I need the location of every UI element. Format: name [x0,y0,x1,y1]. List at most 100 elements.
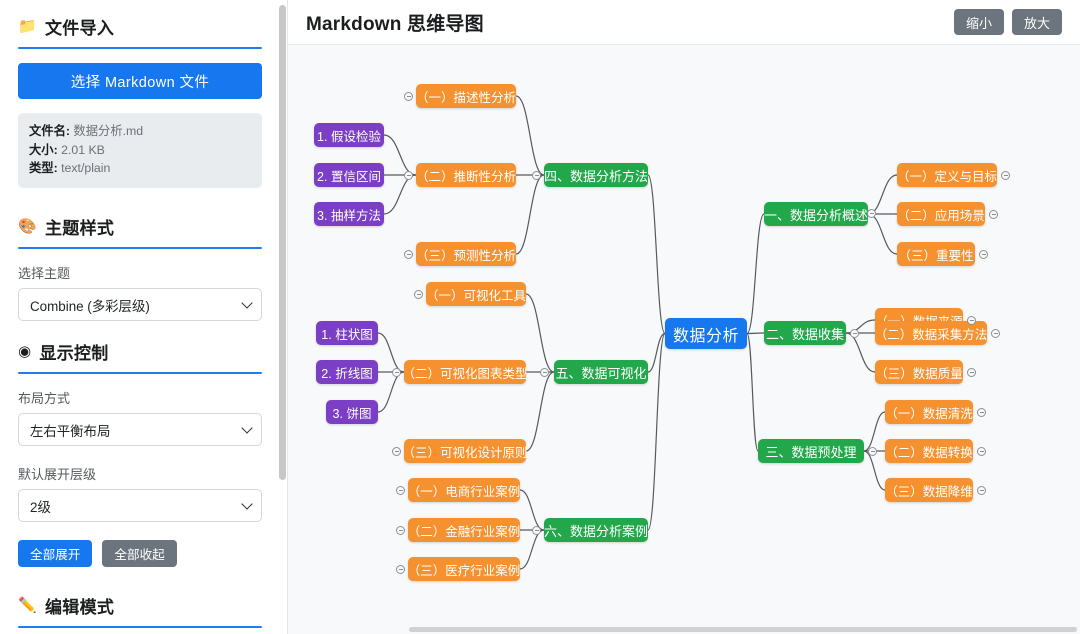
mindmap-node[interactable]: （三）数据降维 [885,478,973,502]
mindmap-node[interactable]: （三）可视化设计原则 [403,439,528,463]
mindmap-node[interactable]: （二）可视化图表类型 [403,360,528,384]
node-toggle-icon[interactable] [991,329,1000,338]
choose-markdown-file-button[interactable]: 选择 Markdown 文件 [18,63,262,99]
mindmap-node[interactable]: 三、数据预处理 [758,439,864,463]
mindmap-edge [383,134,417,176]
mindmap-edges [377,95,898,570]
file-size-label: 大小: [29,142,58,157]
expand-level-label: 默认展开层级 [18,467,97,483]
mindmap-edge [845,332,876,373]
node-toggle-icon[interactable] [396,486,405,495]
file-name-label: 文件名: [29,124,70,138]
layout-select-label: 布局方式 [18,391,71,407]
mindmap-node[interactable]: 1. 柱状图 [316,321,378,345]
node-toggle-icon[interactable] [1001,171,1010,180]
chevron-down-icon [241,296,253,309]
node-toggle-icon[interactable] [977,447,986,456]
mindmap-node[interactable]: 六、数据分析案例 [544,518,648,542]
mindmap-node[interactable]: 二、数据收集 [764,321,846,345]
mindmap-node[interactable]: 2. 折线图 [316,360,378,384]
node-toggle-icon[interactable] [392,447,401,456]
mindmap-node[interactable]: 五、数据可视化 [554,360,648,384]
palette-icon: 🎨 [18,218,37,236]
mindmap-node[interactable]: （二）应用场景 [897,202,985,226]
node-toggle-icon[interactable] [868,447,877,456]
node-toggle-icon[interactable] [967,368,976,377]
mindmap-node[interactable]: 3. 抽样方法 [314,202,384,226]
mindmap-node[interactable]: （一）定义与目标 [897,163,997,187]
mindmap-node[interactable]: （三）预测性分析 [416,242,516,266]
theme-select-label: 选择主题 [18,266,71,282]
file-import-title: 文件导入 [44,19,115,38]
theme-select[interactable]: Combine (多彩层级) [18,288,262,322]
mindmap-edge [746,332,765,335]
file-name-value: 数据分析.md [73,124,144,138]
mindmap-node[interactable]: （二）数据采集方法 [875,321,987,345]
file-name-row: 文件名: 数据分析.md [29,122,251,141]
mindmap-node[interactable]: （二）推断性分析 [416,163,516,187]
node-toggle-icon[interactable] [396,526,405,535]
mindmap-node[interactable]: 四、数据分析方法 [544,163,648,187]
file-type-row: 类型: text/plain [29,159,251,178]
mindmap-node[interactable]: （三）医疗行业案例 [408,557,520,581]
node-toggle-icon[interactable] [404,92,413,101]
chevron-down-icon [241,421,253,434]
mindmap-edge [515,174,545,255]
mindmap-node[interactable]: （一）数据清洗 [885,400,973,424]
expand-all-button[interactable]: 全部展开 [18,540,93,568]
mindmap-node[interactable]: 3. 饼图 [326,400,378,424]
node-toggle-icon[interactable] [979,250,988,259]
node-toggle-icon[interactable] [532,171,541,180]
mindmap-node[interactable]: （一）电商行业案例 [408,478,520,502]
section-divider [18,372,262,375]
node-toggle-icon[interactable] [967,316,976,325]
node-toggle-icon[interactable] [396,565,405,574]
mindmap-edge [525,293,555,373]
display-control-title: 显示控制 [39,344,109,364]
mindmap-node[interactable]: （三）重要性 [897,242,975,266]
node-toggle-icon[interactable] [404,171,413,180]
sidebar: 📁 文件导入 选择 Markdown 文件 文件名: 数据分析.md 大小: 2… [0,0,288,634]
file-import-header: 📁 文件导入 [18,14,262,39]
node-toggle-icon[interactable] [977,408,986,417]
mindmap-edge [746,213,765,335]
mindmap-node[interactable]: （二）金融行业案例 [408,518,520,542]
zoom-in-button[interactable]: 放大 [1011,9,1062,35]
canvas-horizontal-scrollbar[interactable] [409,627,1077,632]
mindmap-node[interactable]: （一）描述性分析 [416,84,516,108]
file-info-panel: 文件名: 数据分析.md 大小: 2.01 KB 类型: text/plain [18,113,262,189]
node-toggle-icon[interactable] [404,250,413,259]
mindmap-edge [519,529,545,570]
mindmap-node[interactable]: （一）可视化工具 [426,282,526,306]
mindmap-node[interactable]: 数据分析 [665,318,747,349]
mindmap-edge [746,332,759,452]
layout-select[interactable]: 左右平衡布局 [18,413,262,447]
node-toggle-icon[interactable] [850,329,859,338]
node-toggle-icon[interactable] [867,209,876,218]
mindmap-edge [525,371,555,452]
mindmap-edge [863,411,886,452]
mindmap-canvas[interactable]: 数据分析 一、数据分析概述二、数据收集三、数据预处理 四、数据分析方法五、数据可视化… [288,45,1080,634]
node-toggle-icon[interactable] [392,368,401,377]
node-toggle-icon[interactable] [977,486,986,495]
mindmap-edge [867,213,898,255]
theme-style-title: 主题样式 [44,219,115,239]
file-size-row: 大小: 2.01 KB [29,141,251,160]
node-toggle-icon[interactable] [532,526,541,535]
mindmap-node[interactable]: （三）数据质量 [875,360,963,384]
expand-level-select[interactable]: 2级 [18,489,262,523]
node-toggle-icon[interactable] [414,290,423,299]
mindmap-edge [519,489,545,531]
page-title: Markdown 思维导图 [306,13,484,35]
sidebar-scrollbar[interactable] [279,5,286,480]
mindmap-node[interactable]: 一、数据分析概述 [764,202,868,226]
eye-icon: ◉ [18,343,32,361]
mindmap-node[interactable]: 2. 置信区间 [314,163,384,187]
zoom-out-button[interactable]: 缩小 [953,9,1004,35]
node-toggle-icon[interactable] [989,210,998,219]
chevron-down-icon [241,497,253,510]
mindmap-node[interactable]: 1. 假设检验 [314,123,384,147]
collapse-all-button[interactable]: 全部收起 [102,540,177,568]
mindmap-node[interactable]: （二）数据转换 [885,439,973,463]
node-toggle-icon[interactable] [540,368,549,377]
